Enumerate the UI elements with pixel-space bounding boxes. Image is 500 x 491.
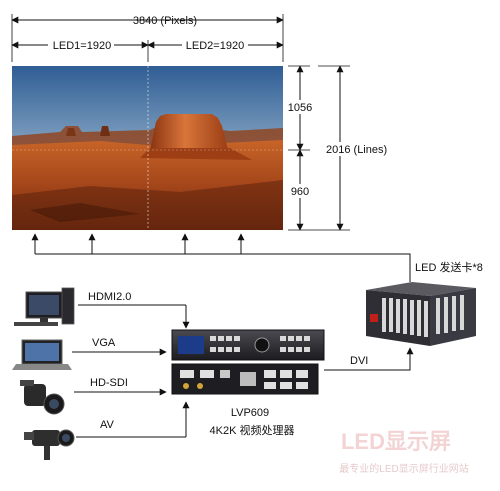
rear-ports [180, 370, 308, 389]
video-camera-icon [20, 380, 65, 415]
vga-source-label: VGA [92, 337, 116, 349]
led-video-wall [12, 66, 283, 230]
total-width-label: 3840 (Pixels) [133, 15, 197, 27]
dvi-label: DVI [350, 355, 368, 367]
hdmi-source-label: HDMI2.0 [88, 291, 131, 303]
upper-height-label: 1056 [288, 102, 312, 114]
lower-height-label: 960 [291, 186, 309, 198]
rotary-knob-icon [254, 337, 270, 353]
led2-width-label: LED2=1920 [186, 40, 244, 52]
processor-description: 4K2K 视频处理器 [210, 423, 295, 437]
laptop-icon [12, 339, 72, 370]
sender-card-cables: LED 发送卡*8 [31, 233, 483, 282]
lvp609-processor: LVP609 4K2K 视频处理器 [171, 329, 325, 437]
desktop-computer-icon [14, 287, 75, 326]
dvi-output-cable: DVI [324, 347, 414, 371]
front-panel-buttons [210, 336, 310, 352]
dimension-lines: 3840 (Pixels) LED1=1920 LED2=1920 1056 9… [11, 14, 392, 231]
led-sender-chassis [366, 282, 476, 346]
av-source-label: AV [100, 419, 115, 431]
watermark-slogan: 最专业的LED显示屏行业网站 [339, 462, 468, 475]
processor-model: LVP609 [231, 407, 269, 419]
led1-width-label: LED1=1920 [53, 40, 111, 52]
sender-card-label: LED 发送卡*8 [415, 260, 483, 274]
sender-card-slots [382, 295, 464, 337]
total-height-label: 2016 (Lines) [326, 144, 387, 156]
hdsdi-source-label: HD-SDI [90, 377, 128, 389]
input-sources: HDMI2.0 VGA HD-SDI AV [12, 287, 190, 460]
site-watermark: LED显示屏 最专业的LED显示屏行业网站 [339, 429, 468, 475]
watermark-logo: LED显示屏 [341, 429, 451, 454]
camcorder-icon [24, 429, 75, 460]
power-switch-icon [370, 314, 378, 322]
lcd-display [178, 336, 204, 354]
